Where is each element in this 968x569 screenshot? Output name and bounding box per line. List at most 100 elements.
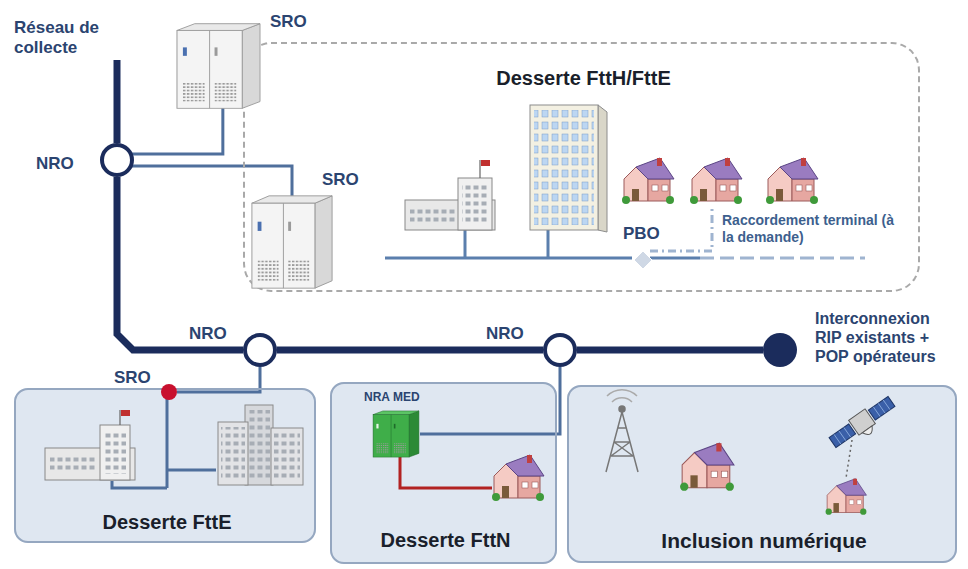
cabinet-part	[209, 30, 210, 108]
node-label: NRO	[486, 324, 524, 344]
radio-mast	[607, 390, 637, 402]
diamond-shape	[634, 251, 652, 269]
apartment-tower	[598, 105, 607, 232]
cabinet-shape	[175, 22, 262, 110]
service-panel: Inclusion numérique	[567, 385, 957, 563]
office-buildings	[245, 405, 273, 485]
cabinet-part	[183, 83, 205, 102]
satellite-icon	[829, 424, 856, 448]
diamond-outline	[634, 251, 652, 269]
nro-node: NRO	[543, 333, 577, 367]
satellite-icon	[834, 427, 851, 444]
cabinet-part	[394, 424, 396, 429]
service-panel: Desserte FttNNRA MED	[330, 382, 557, 564]
house-icon	[622, 158, 674, 204]
house-icon	[680, 443, 734, 491]
cabinet-part	[258, 222, 262, 231]
office-buildings	[218, 422, 248, 485]
business-building	[119, 410, 120, 425]
sro-cabinet: SRO	[175, 22, 262, 110]
cabinet-part	[183, 47, 187, 55]
cabinet-part	[373, 415, 409, 457]
distribution-line	[464, 230, 467, 258]
node-label: PBO	[623, 224, 660, 244]
node-label: SRO	[270, 12, 307, 32]
interconnect-node: Interconnexion RIP existants + POP opéra…	[763, 333, 797, 367]
business-building	[479, 160, 480, 178]
cabinet-part	[373, 411, 419, 415]
satellite-icon	[827, 394, 899, 455]
panel-fill	[14, 388, 316, 543]
apartment-tower	[530, 105, 598, 230]
business-building	[104, 430, 126, 474]
business-building	[50, 454, 95, 472]
panel-title: Desserte FttE	[103, 510, 232, 534]
trunk-connector	[577, 347, 763, 354]
business-building	[410, 206, 455, 222]
node-label: Interconnexion RIP existants + POP opéra…	[815, 309, 955, 367]
ftte-wiring	[167, 469, 216, 472]
satellite-link	[846, 440, 852, 478]
trunk-connector	[277, 347, 543, 354]
office-buildings	[274, 433, 300, 481]
business-building	[481, 160, 490, 166]
nro-node: NRO	[243, 333, 277, 367]
cabinet-part	[288, 260, 309, 280]
office-buildings	[221, 427, 245, 481]
cabinet-part	[252, 196, 332, 203]
service-area: Desserte FttH/FttESROPBO	[243, 42, 920, 292]
business-building	[405, 160, 495, 230]
fiber-connector	[132, 166, 292, 198]
ftte-wiring	[166, 398, 169, 488]
cabinet-part	[394, 443, 406, 453]
business-building	[121, 410, 130, 416]
trunk-connector	[117, 177, 243, 350]
distribution-line	[385, 257, 632, 260]
service-panel: Desserte FttESRO	[14, 388, 316, 543]
note-text: Raccordement terminal (à la demande)	[722, 212, 897, 246]
cabinet-part	[376, 424, 378, 429]
satellite-icon	[868, 396, 895, 420]
fiber-connector	[132, 108, 223, 154]
cabinet-part	[288, 222, 291, 231]
cabinet-part	[215, 83, 237, 102]
illustration	[45, 60, 900, 515]
nra-cabinet-shape	[372, 410, 420, 458]
business-building	[462, 183, 488, 223]
copper-line	[400, 456, 492, 488]
cabinet-part	[177, 30, 242, 108]
cabinet-part	[409, 411, 419, 457]
cabinet-part	[177, 24, 260, 31]
radio-mast	[606, 412, 638, 472]
cabinet-part	[376, 443, 388, 453]
cabinet-part	[258, 260, 279, 280]
satellite-icon	[873, 400, 890, 417]
box-fills	[14, 382, 957, 564]
fiber-connector	[420, 367, 560, 434]
cabinet-part	[252, 203, 315, 288]
radio-mast	[619, 406, 625, 412]
radio-mast	[606, 390, 638, 472]
business-building	[458, 178, 492, 230]
house-icon	[492, 455, 544, 501]
cabinet-shape	[250, 194, 334, 290]
distribution-line	[547, 230, 550, 258]
sro-point: SRO	[161, 384, 177, 400]
panel-fill	[330, 382, 557, 564]
node-label: NRO	[189, 324, 227, 344]
panel-title: Desserte FttN	[380, 528, 510, 552]
house-icon	[826, 479, 867, 515]
apartment-tower	[534, 110, 594, 225]
business-building	[45, 410, 135, 480]
node-label: SRO	[114, 368, 151, 388]
cabinet-part	[283, 203, 284, 288]
cabinet-part	[315, 196, 332, 288]
distribution-line	[650, 257, 700, 260]
ftte-wiring	[112, 481, 167, 488]
panel-title: Inclusion numérique	[661, 528, 866, 553]
trunk-line	[114, 60, 121, 143]
office-buildings	[218, 405, 303, 485]
pbo-diamond: PBO	[634, 251, 652, 269]
